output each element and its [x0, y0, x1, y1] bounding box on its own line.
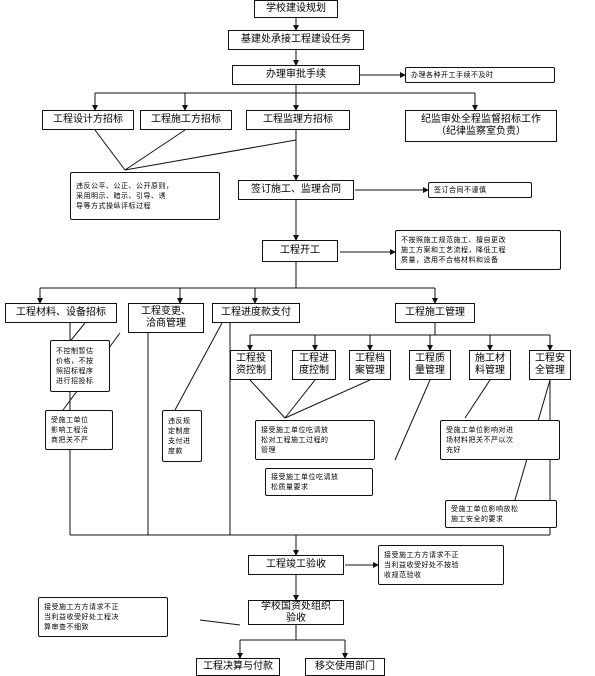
- risk-callout-change-review: 受施工单位 影响工程洽 商把关不严: [45, 410, 113, 450]
- node-asset-dept-acceptance: 学校国资处组织 验收: [248, 600, 344, 625]
- node-completion-acceptance: 工程竣工验收: [248, 555, 344, 575]
- node-schedule-control: 工程进 度控制: [292, 350, 336, 380]
- node-discipline-supervision: 纪监审处全程监督招标工作 （纪律监察室负责）: [405, 110, 557, 142]
- node-infra-dept-task: 基建处承接工程建设任务: [228, 30, 364, 50]
- risk-callout-provisional-price: 不控制暂估 价格，不按 照招标程序 进行招投标: [50, 340, 110, 392]
- node-supervision-bidding: 工程监理方招标: [246, 110, 350, 130]
- risk-callout-process-management: 接受施工单位吃请放 松对工程施工过程的 管理: [255, 420, 375, 460]
- risk-callout-final-accounts: 接受施工方方请求不正 当利益收受好处工程决 算审查不细致: [38, 597, 168, 637]
- risk-callout-bidding-fairness: 违反公平、公正、公开原则， 采用明示、暗示、引导、诱 导等方式操纵评标过程: [70, 172, 220, 220]
- node-material-bidding: 工程材料、设备招标: [5, 303, 117, 323]
- risk-callout-safety: 受施工单位影响放松 施工安全的要求: [445, 500, 557, 528]
- node-quality-management: 工程质 量管理: [409, 350, 451, 380]
- node-design-bidding: 工程设计方招标: [42, 110, 134, 130]
- node-progress-payment: 工程进度款支付: [212, 303, 300, 323]
- risk-callout-materials: 受施工单位影响对进 场材料把关不严以次 充好: [440, 420, 560, 460]
- node-investment-control: 工程投 资控制: [230, 350, 272, 380]
- node-final-accounts-payment: 工程决算与付款: [196, 658, 280, 676]
- node-school-planning: 学校建设规划: [254, 0, 338, 18]
- node-project-start: 工程开工: [262, 240, 338, 262]
- node-change-management: 工程变更、 洽商管理: [128, 303, 204, 333]
- node-construction-bidding: 工程施工方招标: [140, 110, 232, 130]
- risk-callout-progress-payment: 违反规 定制度 支付进 度款: [162, 410, 202, 462]
- risk-callout-permits: 办理各种开工手续不及时: [405, 67, 555, 83]
- node-construction-management: 工程施工管理: [395, 303, 475, 323]
- node-archive-management: 工程档 案管理: [349, 350, 391, 380]
- node-handover-user-dept: 移交使用部门: [305, 658, 385, 676]
- risk-callout-quality: 接受施工单位吃请放 松质量要求: [265, 468, 373, 496]
- node-safety-management: 工程安 全管理: [529, 350, 571, 380]
- risk-callout-acceptance: 接受施工方方请求不正 当利益收受好处不按验 收规范验收: [378, 545, 504, 585]
- node-approval-procedures: 办理审批手续: [232, 65, 360, 85]
- risk-callout-construction-spec: 不按照施工规范施工、擅自更改 施工方案和工艺流程，降低工程 质量，选用不合格材料…: [395, 230, 561, 270]
- node-sign-contracts: 签订施工、监理合同: [238, 180, 354, 200]
- node-material-management: 施工材 料管理: [469, 350, 511, 380]
- risk-callout-contract: 签订合同不谨慎: [428, 182, 532, 198]
